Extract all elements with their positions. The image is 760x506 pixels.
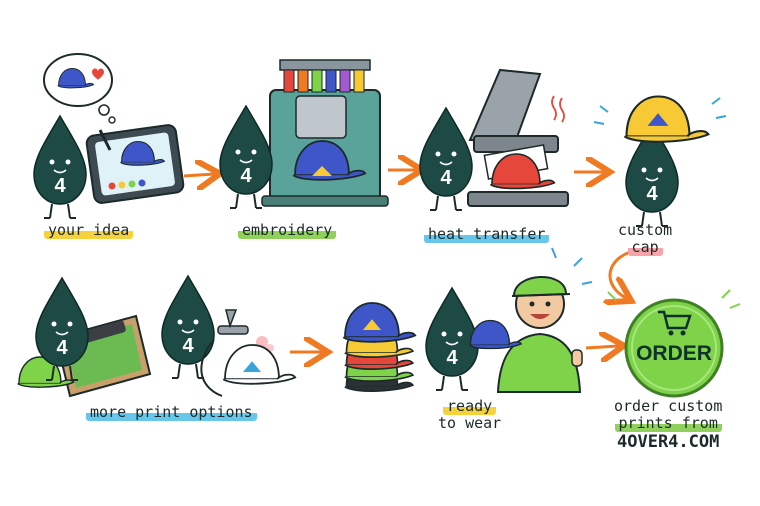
label-custom-cap: custom cap bbox=[618, 221, 673, 257]
mascot-embroidery: 4 bbox=[219, 105, 273, 209]
step-custom: 4 bbox=[593, 95, 727, 227]
cta-line: order custom bbox=[614, 397, 723, 415]
svg-text:4: 4 bbox=[54, 175, 66, 197]
label-line: to wear bbox=[438, 414, 502, 433]
step-embroidery: 4 bbox=[219, 59, 389, 209]
mascot-heat: 4 bbox=[419, 107, 473, 211]
heart-icon bbox=[92, 68, 104, 80]
highlight: heat transfer bbox=[424, 225, 550, 243]
embroidery-machine bbox=[261, 59, 389, 207]
highlight: more print options bbox=[86, 403, 257, 421]
label-line: custom bbox=[618, 221, 673, 239]
label-your-idea: your idea bbox=[44, 221, 134, 239]
cta-website-link[interactable]: 4OVER4.COM bbox=[617, 431, 720, 452]
svg-text:4: 4 bbox=[240, 165, 252, 187]
cta-text: order custom prints from 4OVER4.COM bbox=[614, 397, 723, 452]
svg-text:4: 4 bbox=[646, 183, 658, 205]
mascot-idea: 4 bbox=[33, 115, 87, 219]
mascot-custom: 4 bbox=[625, 123, 679, 227]
label-ready-to-wear: ready to wear bbox=[438, 397, 502, 433]
order-button[interactable]: ORDER bbox=[624, 298, 724, 398]
heat-press bbox=[467, 68, 569, 207]
mascot-spray: 4 bbox=[161, 275, 215, 379]
mascot-screen: 4 bbox=[35, 277, 89, 381]
highlight: your idea bbox=[44, 221, 134, 239]
cap-stack bbox=[342, 302, 417, 392]
svg-text:4: 4 bbox=[56, 337, 68, 359]
white-cap bbox=[222, 344, 297, 385]
highlight: cap bbox=[627, 238, 663, 257]
step-more: 4 4 bbox=[16, 275, 297, 398]
airbrush-icon bbox=[200, 309, 274, 397]
arrow-6 bbox=[585, 346, 618, 348]
highlight: prints from bbox=[614, 414, 722, 433]
svg-text:4: 4 bbox=[440, 167, 452, 189]
step-heat: 4 bbox=[419, 68, 569, 211]
label-more-print-options: more print options bbox=[86, 403, 257, 421]
order-button-label: ORDER bbox=[636, 342, 712, 365]
label-embroidery: embroidery bbox=[238, 221, 337, 239]
highlight: embroidery bbox=[238, 221, 337, 239]
shopping-cart-icon bbox=[658, 310, 692, 336]
happy-customer bbox=[496, 276, 583, 393]
highlight: ready bbox=[443, 397, 497, 415]
handed-cap bbox=[468, 319, 522, 350]
step-ready: 4 bbox=[342, 247, 593, 393]
arrow-1 bbox=[183, 174, 214, 176]
svg-text:4: 4 bbox=[446, 347, 458, 369]
arrow-4 bbox=[610, 250, 630, 298]
tablet bbox=[85, 124, 185, 204]
svg-text:4: 4 bbox=[182, 335, 194, 357]
label-heat-transfer: heat transfer bbox=[424, 225, 550, 243]
custom-yellow-cap bbox=[623, 95, 710, 143]
mascot-ready: 4 bbox=[425, 287, 479, 391]
step-idea: 4 bbox=[33, 53, 185, 219]
